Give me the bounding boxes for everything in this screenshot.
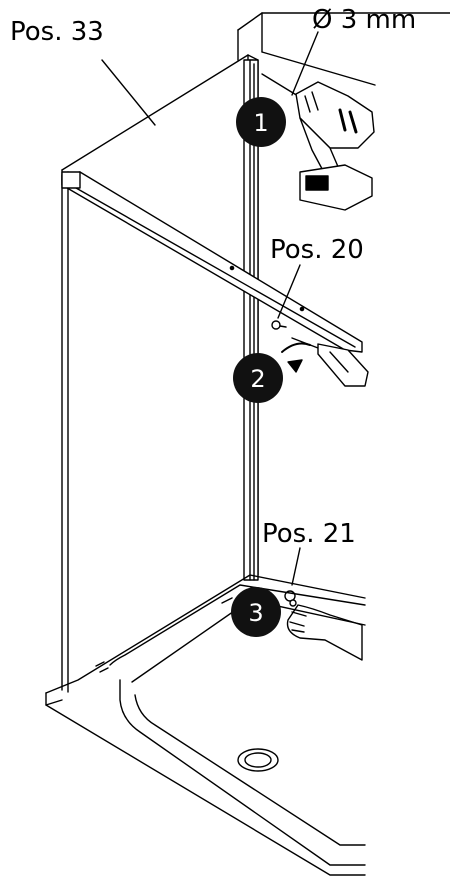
pos20-leader <box>277 264 301 319</box>
wall-panel <box>237 12 450 86</box>
drill-icon <box>261 73 375 211</box>
step-number: 3 <box>248 599 263 627</box>
step-number: 1 <box>253 109 268 137</box>
drain-icon <box>237 748 279 772</box>
glass-panel <box>61 54 259 693</box>
label-pos21: Pos. 21 <box>262 519 356 549</box>
screwdriver-icon <box>271 320 369 387</box>
pos21-leader <box>291 547 301 586</box>
label-pos33: Pos. 33 <box>10 17 104 47</box>
step-badge-3: 3 <box>231 587 281 637</box>
label-pos20: Pos. 20 <box>270 235 364 265</box>
stabilizer-bar <box>61 171 363 353</box>
step-number: 2 <box>250 365 265 393</box>
step-badge-1: 1 <box>236 97 286 147</box>
pos33-leader <box>101 59 156 126</box>
step-badge-2: 2 <box>233 353 283 403</box>
label-diameter: Ø 3 mm <box>312 5 416 35</box>
diameter-leader <box>291 31 319 96</box>
shower-tray <box>45 574 366 876</box>
hand-screw-icon <box>284 590 363 661</box>
wall-profile <box>243 59 259 581</box>
